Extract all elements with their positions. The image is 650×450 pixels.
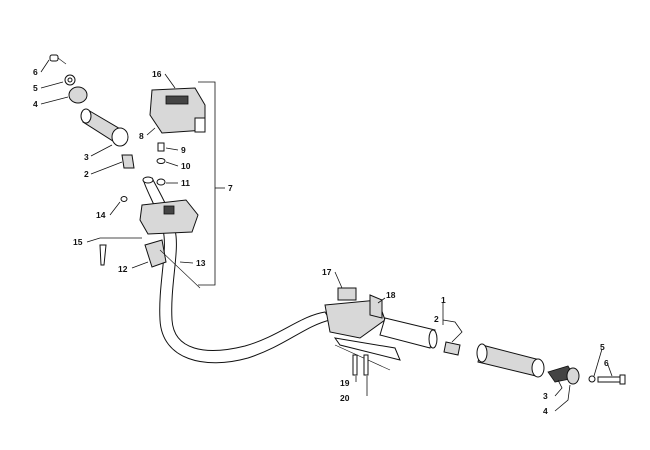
- callout-16: 16: [152, 69, 162, 79]
- callout-7: 7: [228, 183, 233, 193]
- right-grip-end: [547, 365, 580, 385]
- callout-18: 18: [386, 290, 396, 300]
- callout-2-right: 2: [434, 314, 439, 324]
- throttle-block: [99, 196, 201, 289]
- callout-9: 9: [181, 145, 186, 155]
- left-bolt: [49, 54, 67, 65]
- brake-master-cylinder: [324, 294, 401, 376]
- callout-8: 8: [139, 131, 144, 141]
- callout-15: 15: [73, 237, 83, 247]
- callout-13: 13: [196, 258, 206, 268]
- callout-20: 20: [340, 393, 350, 403]
- callout-10: 10: [181, 161, 191, 171]
- callout-17: 17: [322, 267, 332, 277]
- callout-2-left: 2: [84, 169, 89, 179]
- callout-6-left: 6: [33, 67, 38, 77]
- callout-19: 19: [340, 378, 350, 388]
- housing-screw: [156, 142, 166, 186]
- callout-6-right: 6: [604, 358, 609, 368]
- left-washer: [64, 74, 76, 86]
- right-washer-bolt: [588, 374, 626, 385]
- right-bar-end: [379, 317, 438, 349]
- callout-3-right: 3: [543, 391, 548, 401]
- callout-5-right: 5: [600, 342, 605, 352]
- callout-5-left: 5: [33, 83, 38, 93]
- switch-housing: [149, 87, 206, 134]
- right-grip-insert: [443, 341, 461, 356]
- left-grip: [80, 108, 129, 147]
- left-grip-end: [68, 86, 88, 104]
- brake-label: [337, 287, 357, 301]
- callout-11: 11: [181, 178, 190, 188]
- callout-4-left: 4: [33, 99, 38, 109]
- left-grip-insert: [121, 154, 135, 169]
- callout-14: 14: [96, 210, 106, 220]
- callout-1: 1: [441, 295, 446, 305]
- callout-4-right: 4: [543, 406, 548, 416]
- right-grip: [476, 343, 545, 378]
- callout-3-left: 3: [84, 152, 89, 162]
- callout-12: 12: [118, 264, 128, 274]
